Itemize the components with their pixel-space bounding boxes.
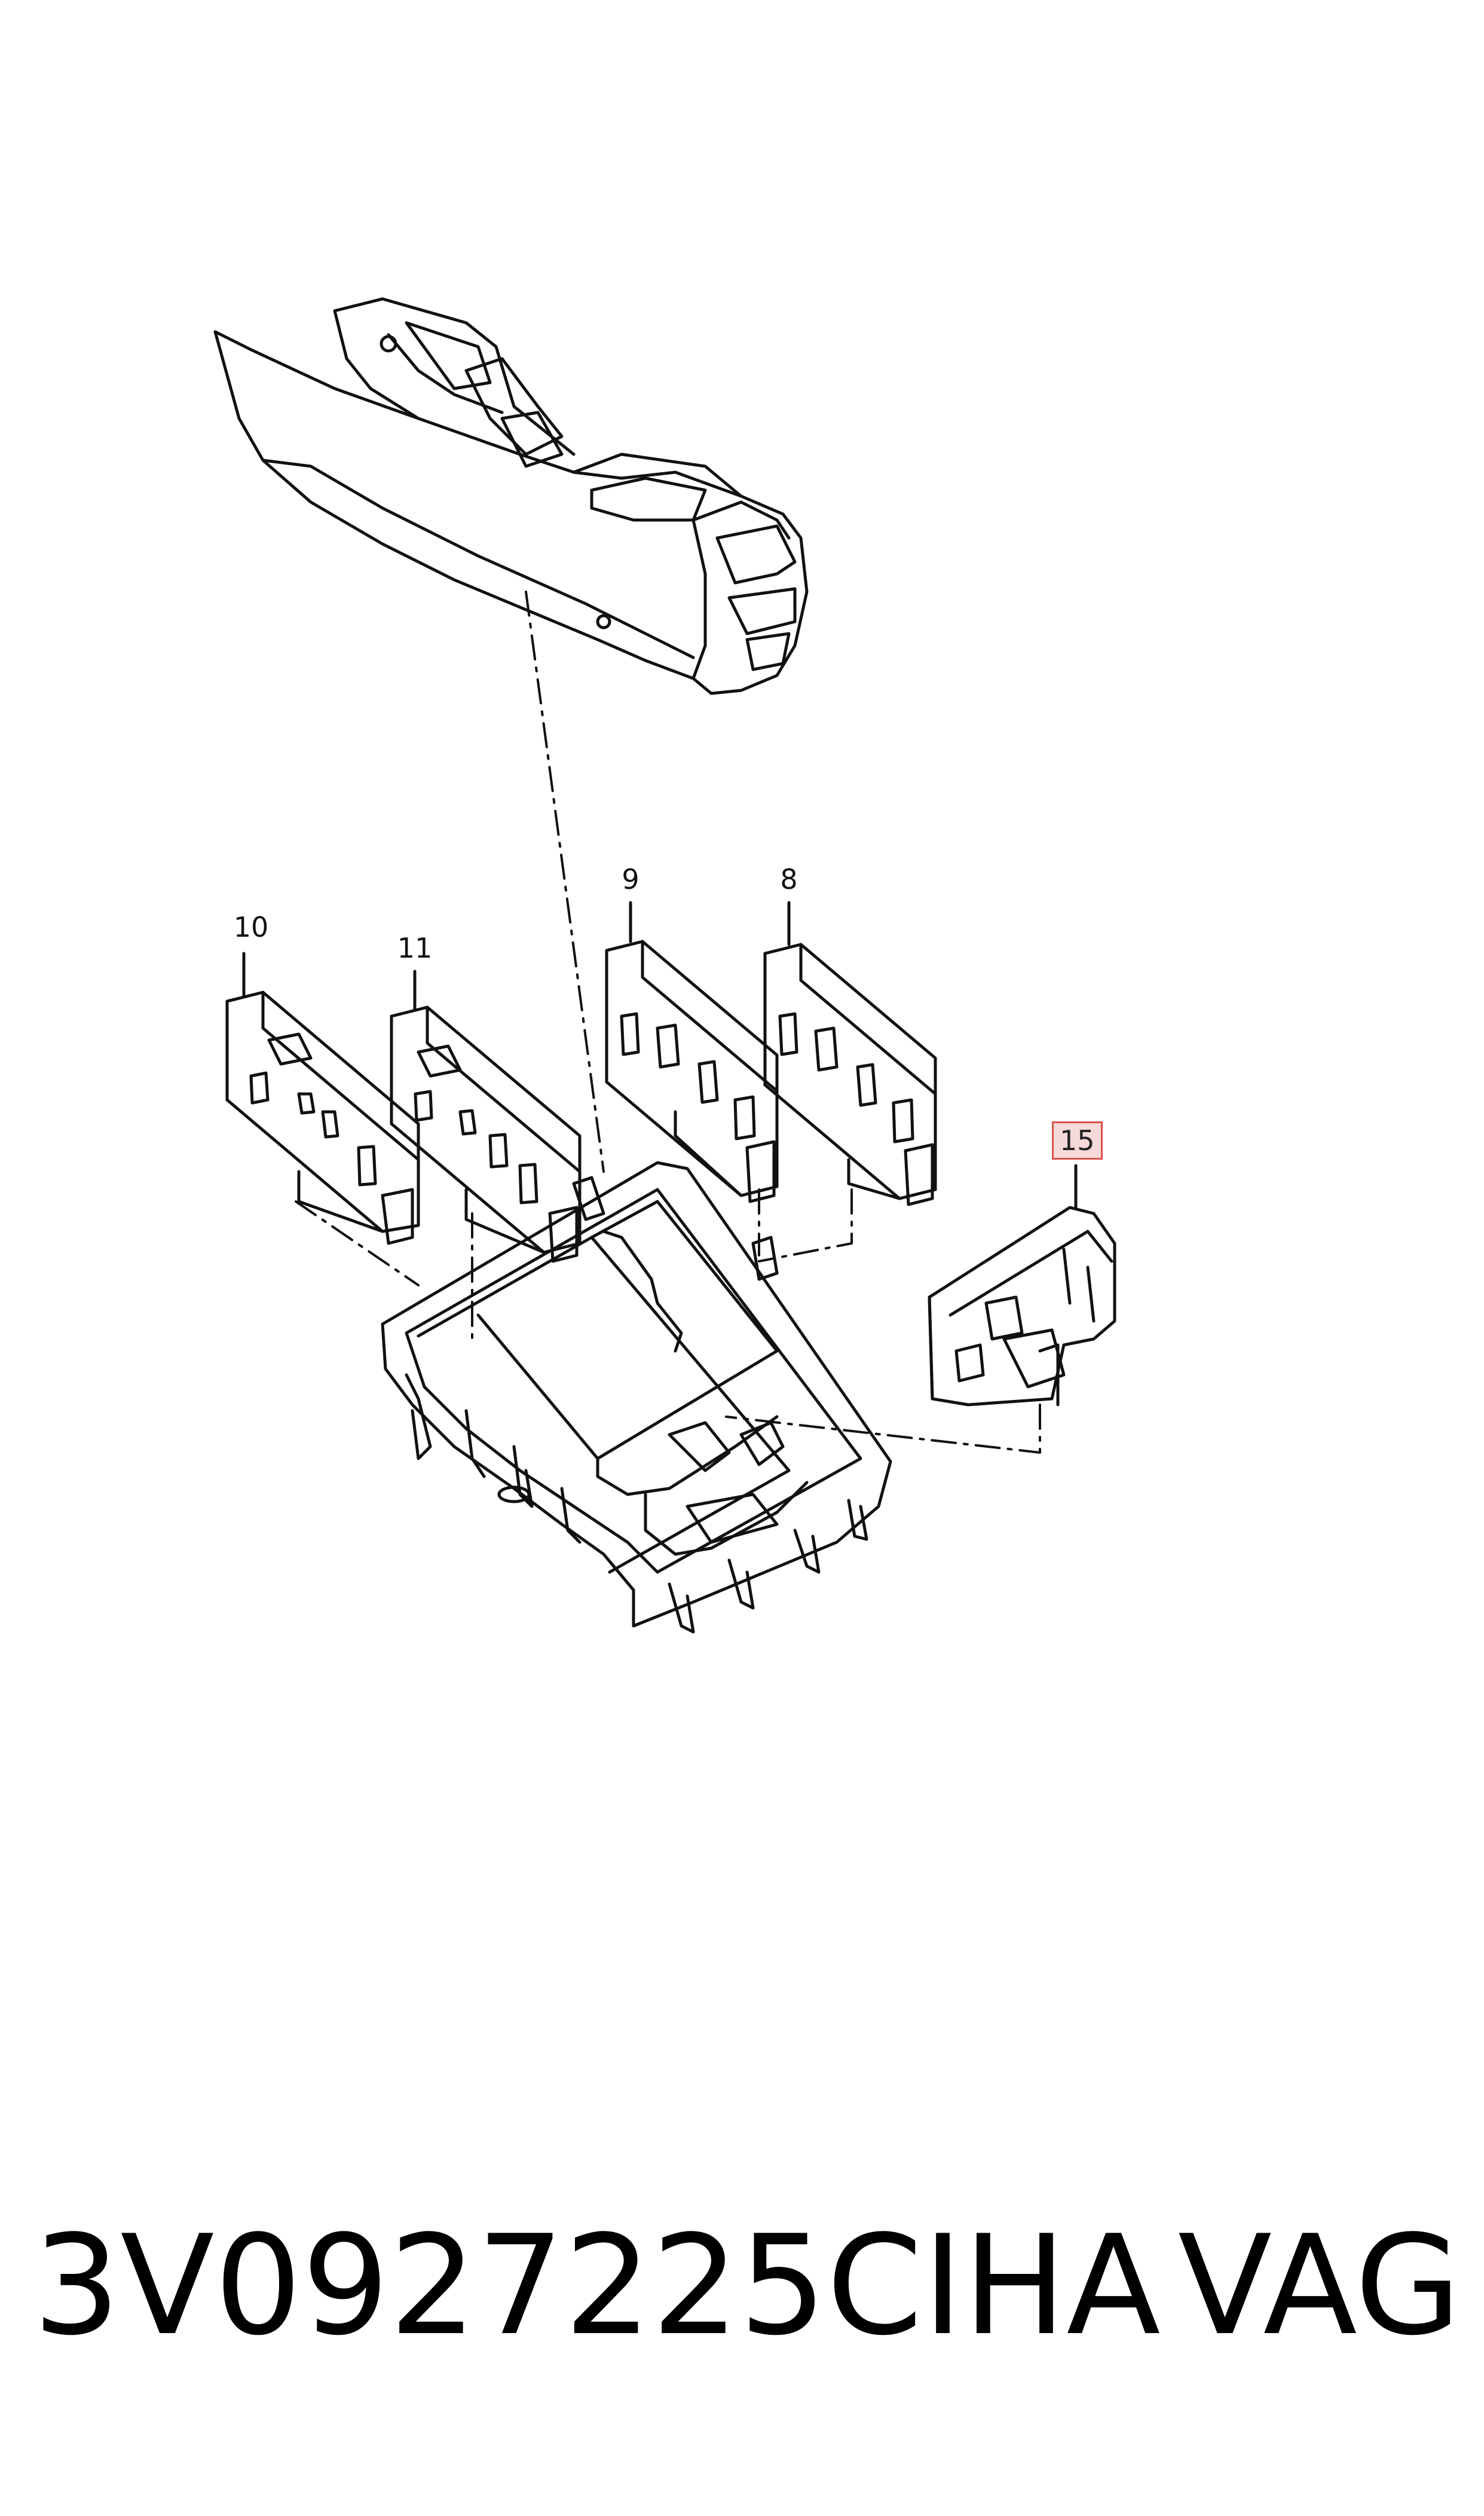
part-10-switch-bracket	[225, 952, 420, 1245]
part-number-text: 3V0927225CIHA	[33, 2206, 1161, 2366]
callout-15-highlighted[interactable]: 15	[1052, 1121, 1103, 1160]
footer-caption: 3V0927225CIHA VAG	[33, 2218, 1461, 2355]
callout-10: 10	[233, 911, 269, 943]
center-console-illustration	[213, 297, 809, 695]
part-8-switch-bracket	[763, 901, 937, 1206]
callout-11: 11	[397, 932, 433, 964]
callout-8: 8	[780, 863, 798, 895]
leader-8	[758, 1188, 853, 1262]
leader-console	[525, 591, 605, 1173]
part-15-switch-module	[928, 1164, 1116, 1407]
part-9-switch-bracket	[605, 901, 779, 1203]
leader-10	[295, 1200, 420, 1286]
console-switch-tray	[381, 1161, 892, 1634]
brand-text: VAG	[1177, 2206, 1461, 2366]
callout-9: 9	[622, 863, 640, 895]
leader-15	[725, 1404, 1041, 1454]
